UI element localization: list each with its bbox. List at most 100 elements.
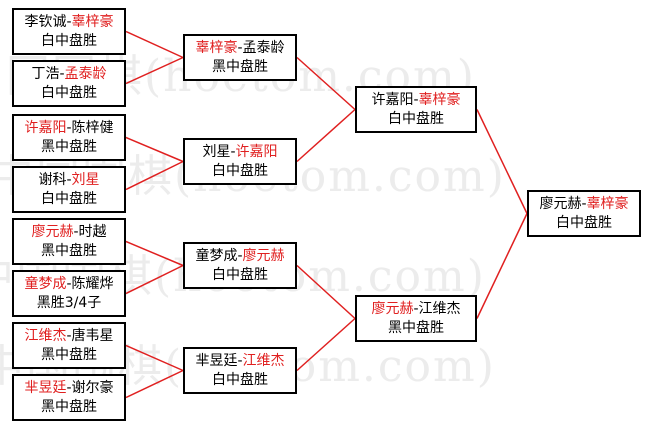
- bracket-connector-line: [296, 108, 356, 163]
- round3-match-1: 许嘉阳-辜梓豪白中盘胜: [355, 86, 477, 133]
- separator: -: [59, 65, 65, 82]
- match-result: 黑中盘胜: [41, 398, 97, 415]
- player-left: 李钦诚: [24, 13, 67, 30]
- match-result: 白中盘胜: [212, 266, 268, 283]
- player-left: 廖元赫: [371, 300, 414, 317]
- player-right: 江维杰: [418, 300, 461, 317]
- match-result: 白中盘胜: [556, 214, 612, 231]
- round1-match-5: 廖元赫-时越黑中盘胜: [12, 218, 126, 265]
- player-left: 芈昱廷: [195, 352, 238, 369]
- match-players: 童梦成-陈耀烨: [24, 275, 113, 294]
- bracket-connector-line: [296, 56, 356, 111]
- round1-match-8: 芈昱廷-谢尔豪黑中盘胜: [12, 374, 126, 421]
- separator: -: [66, 275, 72, 292]
- player-left: 芈昱廷: [24, 379, 67, 396]
- match-result: 黑中盘胜: [41, 138, 97, 155]
- player-right: 陈耀烨: [71, 275, 114, 292]
- separator: -: [66, 327, 72, 344]
- player-right: 孟泰龄: [64, 65, 107, 82]
- separator: -: [73, 223, 79, 240]
- bracket-connector-line: [296, 317, 356, 372]
- match-players: 童梦成-廖元赫: [195, 247, 284, 266]
- match-result: 白中盘胜: [388, 110, 444, 127]
- bracket-connector-line: [476, 109, 528, 214]
- player-left: 许嘉阳: [24, 119, 67, 136]
- player-left: 许嘉阳: [371, 91, 414, 108]
- separator: -: [66, 13, 72, 30]
- bracket-connector-line: [125, 344, 184, 372]
- player-right: 陈梓健: [71, 119, 114, 136]
- match-players: 许嘉阳-辜梓豪: [371, 91, 460, 110]
- match-players: 芈昱廷-江维杰: [195, 352, 284, 371]
- match-players: 芈昱廷-谢尔豪: [24, 379, 113, 398]
- player-right: 许嘉阳: [235, 143, 278, 160]
- player-right: 廖元赫: [242, 247, 285, 264]
- player-left: 谢科: [38, 171, 67, 188]
- player-right: 唐韦星: [71, 327, 114, 344]
- match-players: 李钦诚-辜梓豪: [24, 13, 113, 32]
- separator: -: [66, 171, 72, 188]
- player-left: 江维杰: [24, 327, 67, 344]
- player-left: 童梦成: [24, 275, 67, 292]
- round1-match-6: 童梦成-陈耀烨黑胜3/4子: [12, 270, 126, 317]
- round2-match-4: 芈昱廷-江维杰白中盘胜: [183, 347, 297, 394]
- round1-match-1: 李钦诚-辜梓豪白中盘胜: [12, 8, 126, 55]
- player-left: 童梦成: [195, 247, 238, 264]
- separator: -: [66, 379, 72, 396]
- separator: -: [413, 91, 419, 108]
- match-result: 白中盘胜: [41, 84, 97, 101]
- bracket-connector-line: [476, 213, 528, 319]
- player-left: 廖元赫: [539, 195, 582, 212]
- separator: -: [230, 143, 236, 160]
- player-left: 丁浩: [31, 65, 60, 82]
- bracket-connector-line: [125, 136, 184, 163]
- final-match-1: 廖元赫-辜梓豪白中盘胜: [527, 190, 641, 237]
- round1-match-2: 丁浩-孟泰龄白中盘胜: [12, 60, 126, 107]
- bracket-connector-line: [125, 240, 184, 267]
- round1-match-4: 谢科-刘星白中盘胜: [12, 166, 126, 213]
- round2-match-2: 刘星-许嘉阳白中盘胜: [183, 138, 297, 185]
- match-result: 白中盘胜: [41, 32, 97, 49]
- match-players: 谢科-刘星: [38, 171, 99, 190]
- round3-match-2: 廖元赫-江维杰黑中盘胜: [355, 295, 477, 342]
- separator: -: [237, 39, 243, 56]
- bracket-connector-line: [125, 160, 184, 191]
- player-right: 辜梓豪: [71, 13, 114, 30]
- match-players: 丁浩-孟泰龄: [31, 65, 106, 84]
- player-right: 孟泰龄: [242, 39, 285, 56]
- match-players: 许嘉阳-陈梓健: [24, 119, 113, 138]
- separator: -: [581, 195, 587, 212]
- match-players: 廖元赫-时越: [31, 223, 106, 242]
- bracket-connector-line: [125, 30, 184, 59]
- player-right: 辜梓豪: [586, 195, 629, 212]
- match-result: 黑胜3/4子: [36, 294, 102, 311]
- player-right: 辜梓豪: [418, 91, 461, 108]
- match-result: 黑中盘胜: [41, 242, 97, 259]
- round2-match-3: 童梦成-廖元赫白中盘胜: [183, 242, 297, 289]
- match-result: 黑中盘胜: [41, 346, 97, 363]
- match-players: 辜梓豪-孟泰龄: [195, 39, 284, 58]
- bracket-connector-line: [125, 264, 184, 295]
- match-players: 江维杰-唐韦星: [24, 327, 113, 346]
- match-players: 刘星-许嘉阳: [202, 143, 277, 162]
- match-result: 白中盘胜: [212, 162, 268, 179]
- player-left: 刘星: [202, 143, 231, 160]
- match-players: 廖元赫-辜梓豪: [539, 195, 628, 214]
- match-result: 白中盘胜: [212, 371, 268, 388]
- round2-match-1: 辜梓豪-孟泰龄黑中盘胜: [183, 34, 297, 81]
- match-result: 黑中盘胜: [212, 58, 268, 75]
- player-right: 刘星: [71, 171, 100, 188]
- player-right: 江维杰: [242, 352, 285, 369]
- match-result: 白中盘胜: [41, 190, 97, 207]
- bracket-connector-line: [296, 264, 356, 320]
- player-right: 谢尔豪: [71, 379, 114, 396]
- separator: -: [66, 119, 72, 136]
- separator: -: [413, 300, 419, 317]
- player-right: 时越: [78, 223, 107, 240]
- separator: -: [237, 352, 243, 369]
- round1-match-3: 许嘉阳-陈梓健黑中盘胜: [12, 114, 126, 161]
- round1-match-7: 江维杰-唐韦星黑中盘胜: [12, 322, 126, 369]
- match-result: 黑中盘胜: [388, 319, 444, 336]
